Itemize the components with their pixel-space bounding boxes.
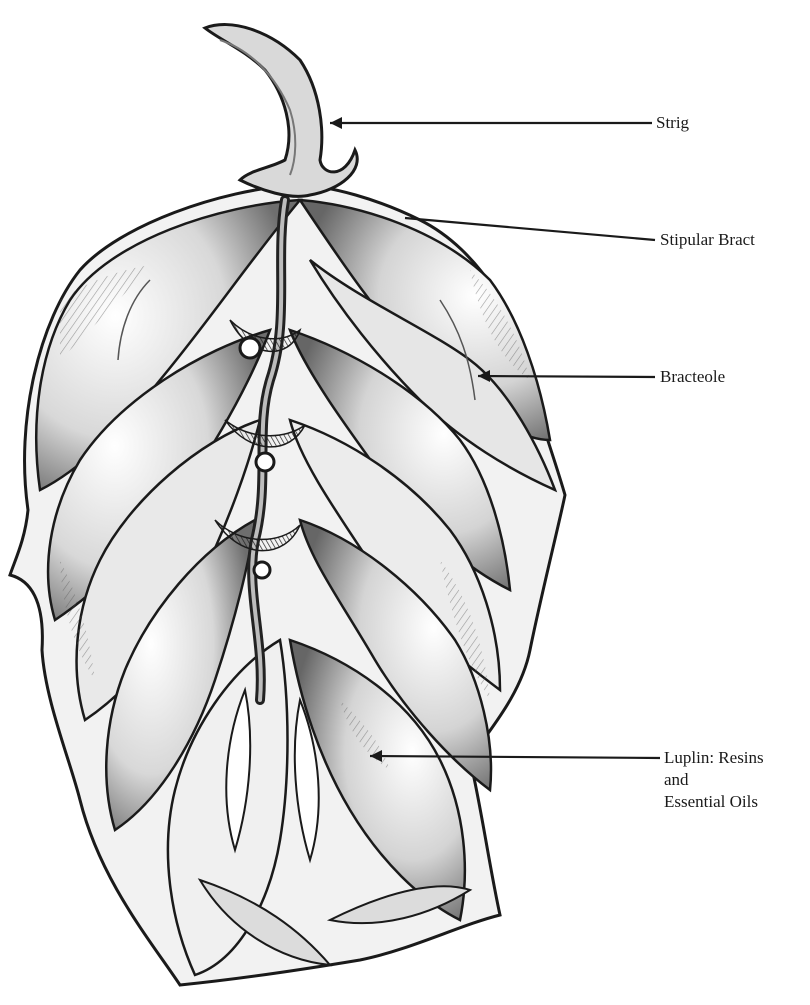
label-strig: Strig <box>656 112 689 134</box>
leader-line-bracteole <box>478 376 655 377</box>
label-lupulin-line2: and <box>664 769 764 791</box>
label-lupulin-line3: Essential Oils <box>664 791 764 813</box>
arrowhead-strig <box>330 117 342 129</box>
label-stipular-bract: Stipular Bract <box>660 229 755 251</box>
label-lupulin-line1: Luplin: Resins <box>664 747 764 769</box>
label-bracteole: Bracteole <box>660 366 725 388</box>
label-lupulin: Luplin: Resins and Essential Oils <box>664 747 764 813</box>
strig-stem <box>205 25 357 197</box>
